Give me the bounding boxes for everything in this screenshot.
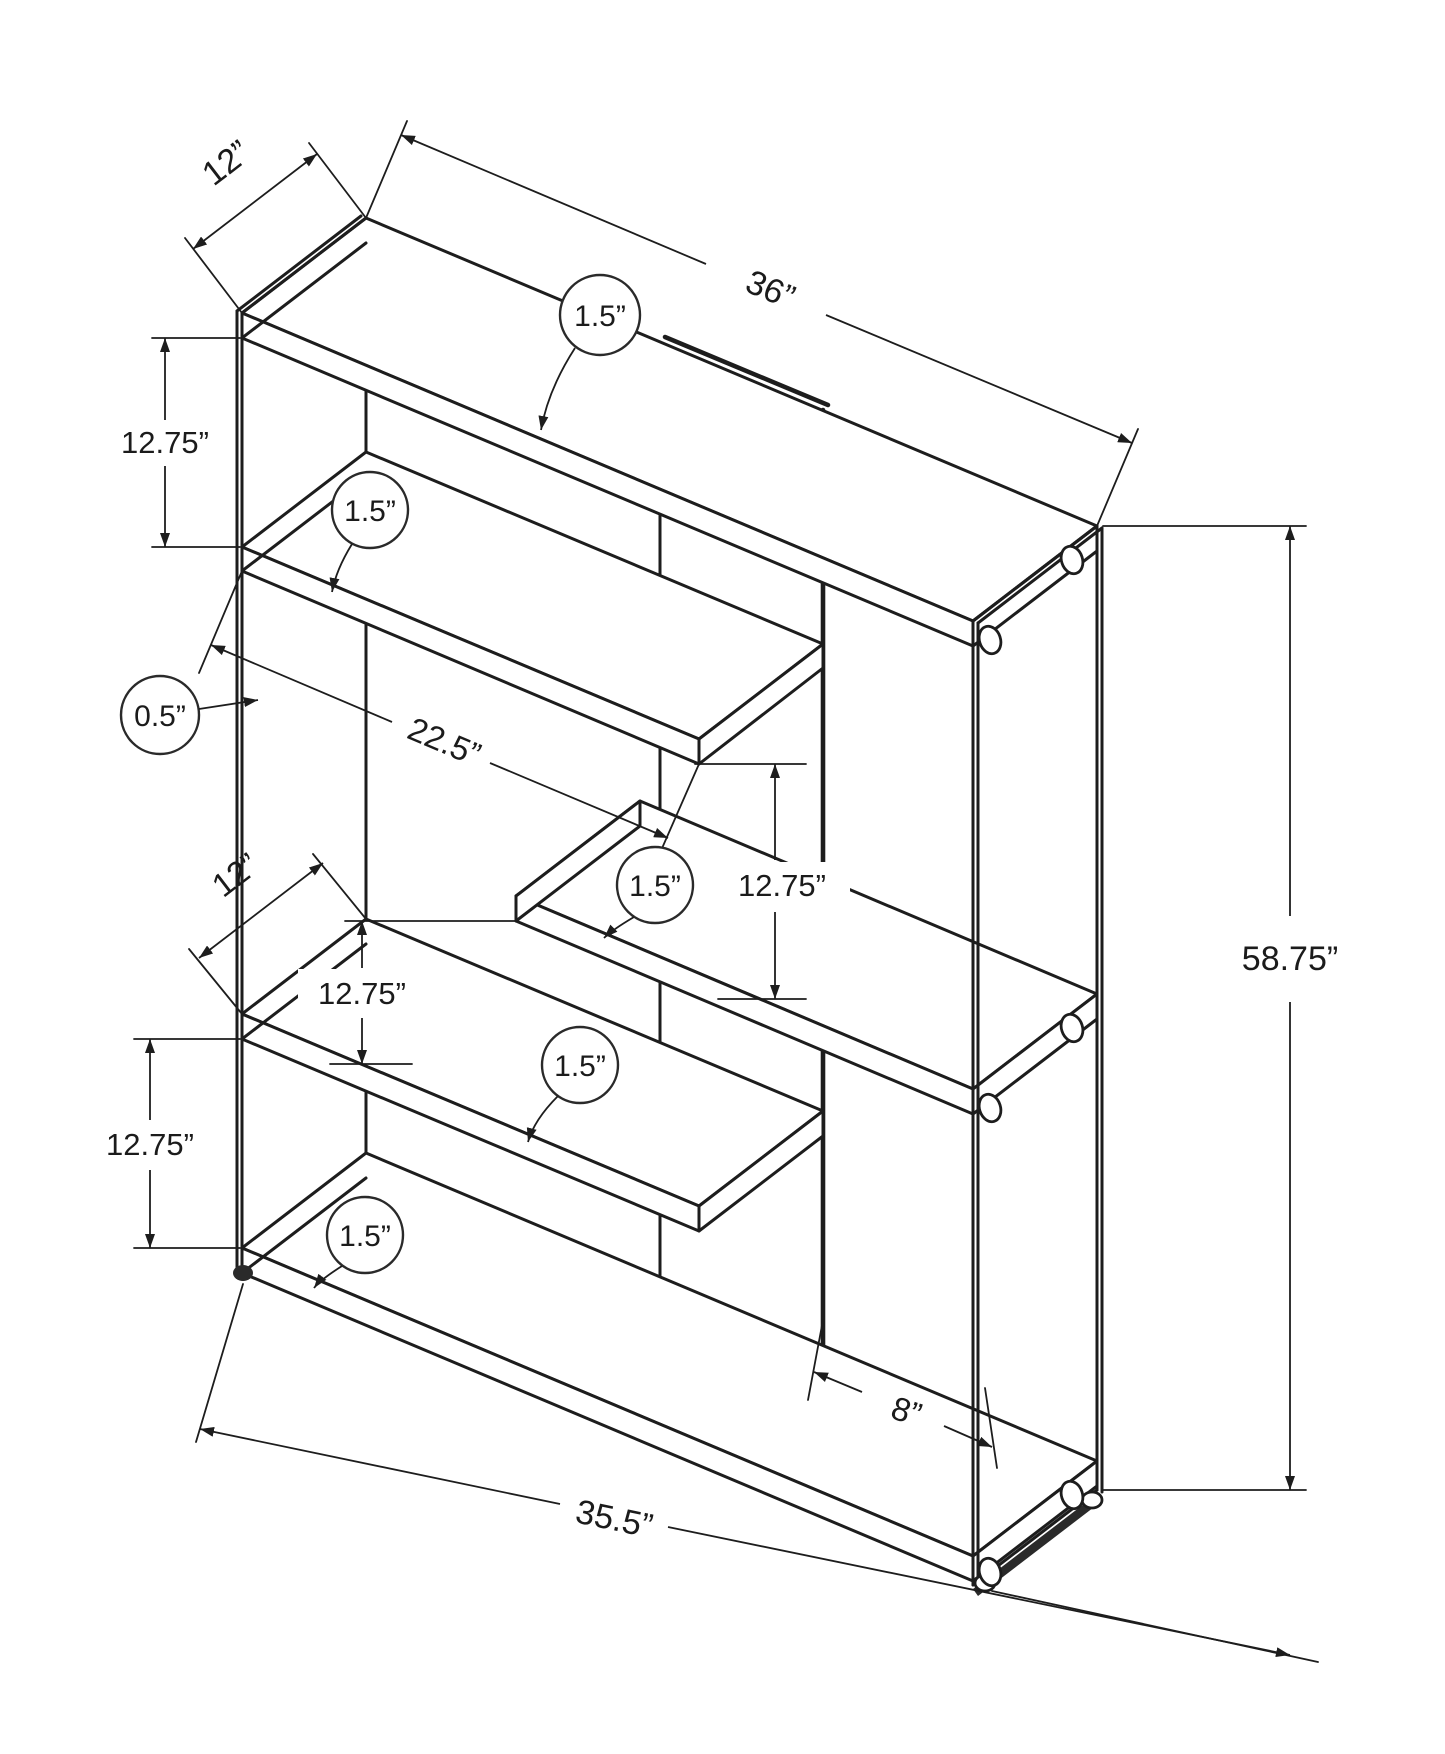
callout-thickness-shelf2-label: 1.5” (344, 495, 396, 528)
glass-panel-left (233, 214, 368, 1281)
dim-spacing-lower-left: 12.75” (106, 1038, 241, 1249)
bolt-middle-shelf-back (1059, 1012, 1085, 1044)
callout-thickness-top-label: 1.5” (574, 300, 626, 333)
bolt-top-shelf-back (1059, 544, 1085, 576)
panel-connector-bolts (977, 544, 1085, 1588)
dim-middle-shelf-length-label: 22.5” (403, 710, 487, 773)
dim-height-overall: 58.75” (1102, 525, 1338, 1491)
dim-spacing-center: 12.75” (298, 920, 517, 1065)
callout-thickness-shelf3-label: 1.5” (629, 870, 681, 903)
callout-thickness-shelf4-label: 1.5” (554, 1050, 606, 1083)
dim-spacing-mid-right-label: 12.75” (738, 868, 826, 903)
bolt-bottom-shelf-back (1059, 1479, 1085, 1511)
right-panel-top-outer-edge (976, 526, 1104, 625)
dim-height-overall-label: 58.75” (1242, 940, 1338, 978)
dim-shelf-depth-label: 12” (205, 846, 265, 904)
callout-thickness-shelf4: 1.5” (526, 1025, 620, 1143)
back-strip-top-cap (662, 334, 831, 408)
bolt-top-shelf-front (977, 624, 1003, 656)
callout-thickness-shelf3: 1.5” (603, 845, 695, 939)
dim-spacing-upper-left: 12.75” (121, 337, 241, 548)
bolt-middle-shelf-front (977, 1092, 1003, 1124)
dim-spacing-upper-left-label: 12.75” (121, 425, 209, 460)
right-panel-top-inner-edge (971, 524, 1099, 623)
dim-spacing-mid-right: 12.75” (694, 763, 850, 1000)
dim-depth-top-label: 12” (195, 133, 257, 193)
callout-thickness-bottom-label: 1.5” (339, 1220, 391, 1253)
glass-panel-right (971, 524, 1104, 1596)
shelf-4-right-end (697, 1109, 825, 1233)
left-panel-foot (233, 1265, 253, 1281)
callout-glass-thickness-label: 0.5” (134, 700, 186, 733)
callout-thickness-top: 1.5” (538, 273, 642, 431)
dim-width-bottom-label: 35.5” (572, 1493, 656, 1546)
bolt-bottom-shelf-front (977, 1556, 1003, 1588)
callout-thickness-shelf2: 1.5” (329, 470, 410, 593)
shelf-top-left-bottom-edge (240, 241, 368, 340)
shelf-bottom-left-bottom-edge (240, 1176, 368, 1275)
right-panel-back-foot (1080, 1490, 1104, 1510)
right-panel-bottom-rail (973, 1494, 1102, 1596)
dim-spacing-center-label: 12.75” (318, 976, 406, 1011)
dim-width-top-label: 36” (740, 263, 800, 317)
callout-thickness-bottom: 1.5” (313, 1195, 405, 1289)
callout-glass-thickness: 0.5” (119, 674, 259, 756)
left-panel-top-inner-edge (240, 216, 368, 315)
dim-spacing-lower-left-label: 12.75” (106, 1127, 194, 1162)
left-panel-top-outer-edge (235, 214, 363, 313)
